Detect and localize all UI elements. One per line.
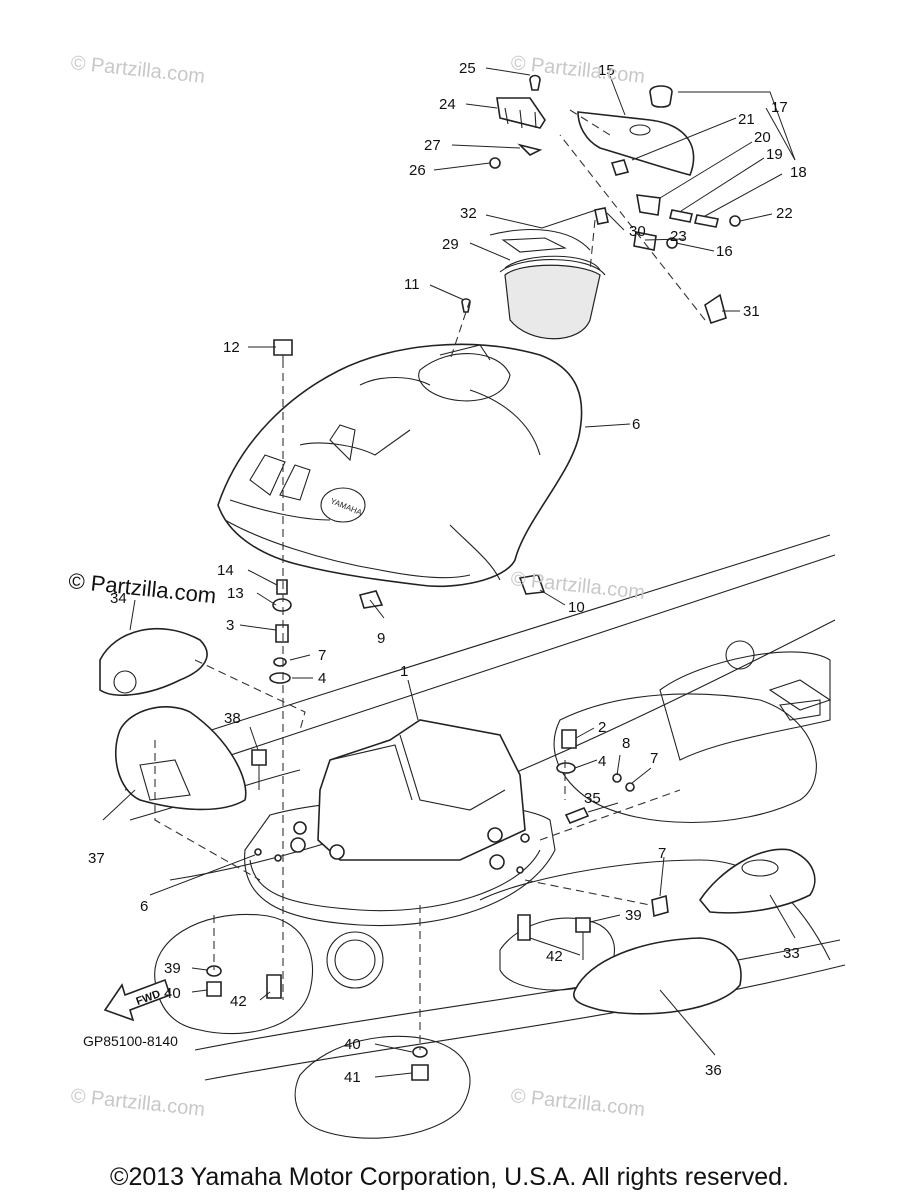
callout-40-left: 39	[164, 960, 181, 977]
callout-16: 14	[217, 562, 234, 579]
callout-31: 30	[629, 223, 646, 240]
callout-25: 23	[670, 228, 687, 245]
callout-35: 34	[110, 590, 127, 607]
callout-4-right: 4	[598, 753, 606, 770]
leader-lines	[102, 67, 796, 1078]
fasteners	[206, 298, 669, 1081]
callout-42-mid: 42	[546, 948, 563, 965]
hood-cover: YAMAHA	[217, 343, 583, 588]
callout-14: 12	[223, 339, 240, 356]
callout-24: 22	[776, 205, 793, 222]
callout-15: 13	[227, 585, 244, 602]
callout-9: 7	[650, 750, 658, 767]
callout-36: 35	[584, 790, 601, 807]
callout-42-left: 42	[230, 993, 247, 1010]
assembly-lines	[154, 109, 706, 1050]
callout-34: 33	[783, 945, 800, 962]
callout-10: 8	[622, 735, 630, 752]
callout-30: 29	[442, 236, 459, 253]
callout-2: 2	[598, 719, 606, 736]
callout-8: 7	[658, 845, 666, 862]
callout-18: 16	[716, 243, 733, 260]
callout-13: 11	[404, 276, 420, 293]
callout-33: 32	[460, 205, 477, 222]
fwd-arrow: FWD	[103, 978, 172, 1022]
callout-23: 21	[738, 111, 755, 128]
callout-11: 9	[377, 630, 385, 647]
callout-26: 24	[439, 96, 456, 113]
callout-22: 20	[754, 129, 771, 146]
callout-27: 25	[459, 60, 476, 77]
callout-17: 15	[598, 62, 615, 79]
callout-7: 6	[632, 416, 640, 433]
callout-12: 10	[568, 599, 585, 616]
callout-6: 6	[140, 898, 148, 915]
callout-29: 27	[424, 137, 441, 154]
callout-3: 3	[226, 617, 234, 634]
callout-19: 17	[771, 99, 788, 116]
callout-37: 36	[705, 1062, 722, 1079]
callout-4-top: 4	[318, 670, 326, 687]
copyright-notice: ©2013 Yamaha Motor Corporation, U.S.A. A…	[110, 1163, 789, 1191]
vent-covers	[99, 627, 816, 1015]
drawing-code: GP85100-8140	[83, 1033, 178, 1049]
callout-41-bottom: 41	[344, 1069, 361, 1086]
callout-1: 1	[400, 663, 408, 680]
callout-32: 31	[743, 303, 760, 320]
storage-box	[244, 719, 556, 927]
hatch-assembly	[489, 74, 741, 340]
callout-labels: 25 15 24 17 21 20 27 19 26 18 32 22 30 2…	[88, 60, 807, 1086]
callout-38: 37	[88, 850, 105, 867]
callout-39-left: 38	[224, 710, 241, 727]
callout-20: 18	[790, 164, 807, 181]
callout-5: 7	[318, 647, 326, 664]
callout-39-right: 39	[625, 907, 642, 924]
callout-28: 26	[409, 162, 426, 179]
callout-40-bottom: 40	[344, 1036, 361, 1053]
callout-21: 19	[766, 146, 783, 163]
callout-41-left: 40	[164, 985, 181, 1002]
